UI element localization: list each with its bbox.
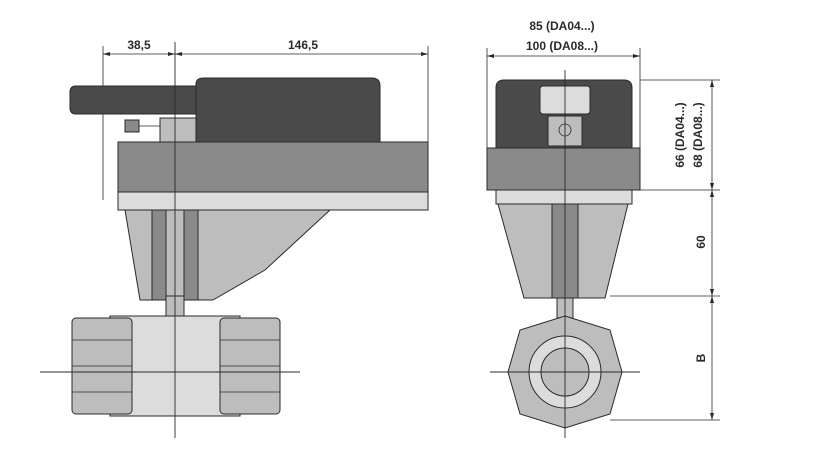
dim-38-5: 38,5: [102, 38, 175, 200]
dim-label-66: 66 (DA04...): [673, 102, 687, 167]
mounting-bracket: [124, 209, 332, 301]
bracket-rib-left: [151, 209, 167, 301]
dim-label-85: 85 (DA04...): [529, 19, 594, 33]
dim-label-100: 100 (DA08...): [526, 39, 598, 53]
front-housing: [495, 79, 633, 151]
dim-label-146-5: 146,5: [288, 38, 318, 52]
actuator-base: [117, 141, 429, 193]
dim-label-38-5: 38,5: [127, 38, 151, 52]
dim-label-68: 68 (DA08...): [691, 102, 705, 167]
dim-146-5: 146,5: [175, 38, 429, 200]
adjust-screw-icon: [124, 119, 140, 133]
bracket-rib-right: [183, 209, 199, 301]
actuator-plate: [117, 191, 429, 211]
front-plate: [495, 189, 633, 205]
front-base: [486, 147, 641, 191]
coupling-block: [159, 117, 197, 143]
front-view: 85 (DA04...) 100 (DA08...): [486, 19, 720, 438]
dim-label-60: 60: [694, 235, 708, 249]
side-view: 38,5 146,5: [40, 38, 429, 438]
dim-label-b: B: [694, 353, 708, 362]
manual-lever: [69, 85, 204, 115]
actuator-housing: [195, 77, 381, 151]
